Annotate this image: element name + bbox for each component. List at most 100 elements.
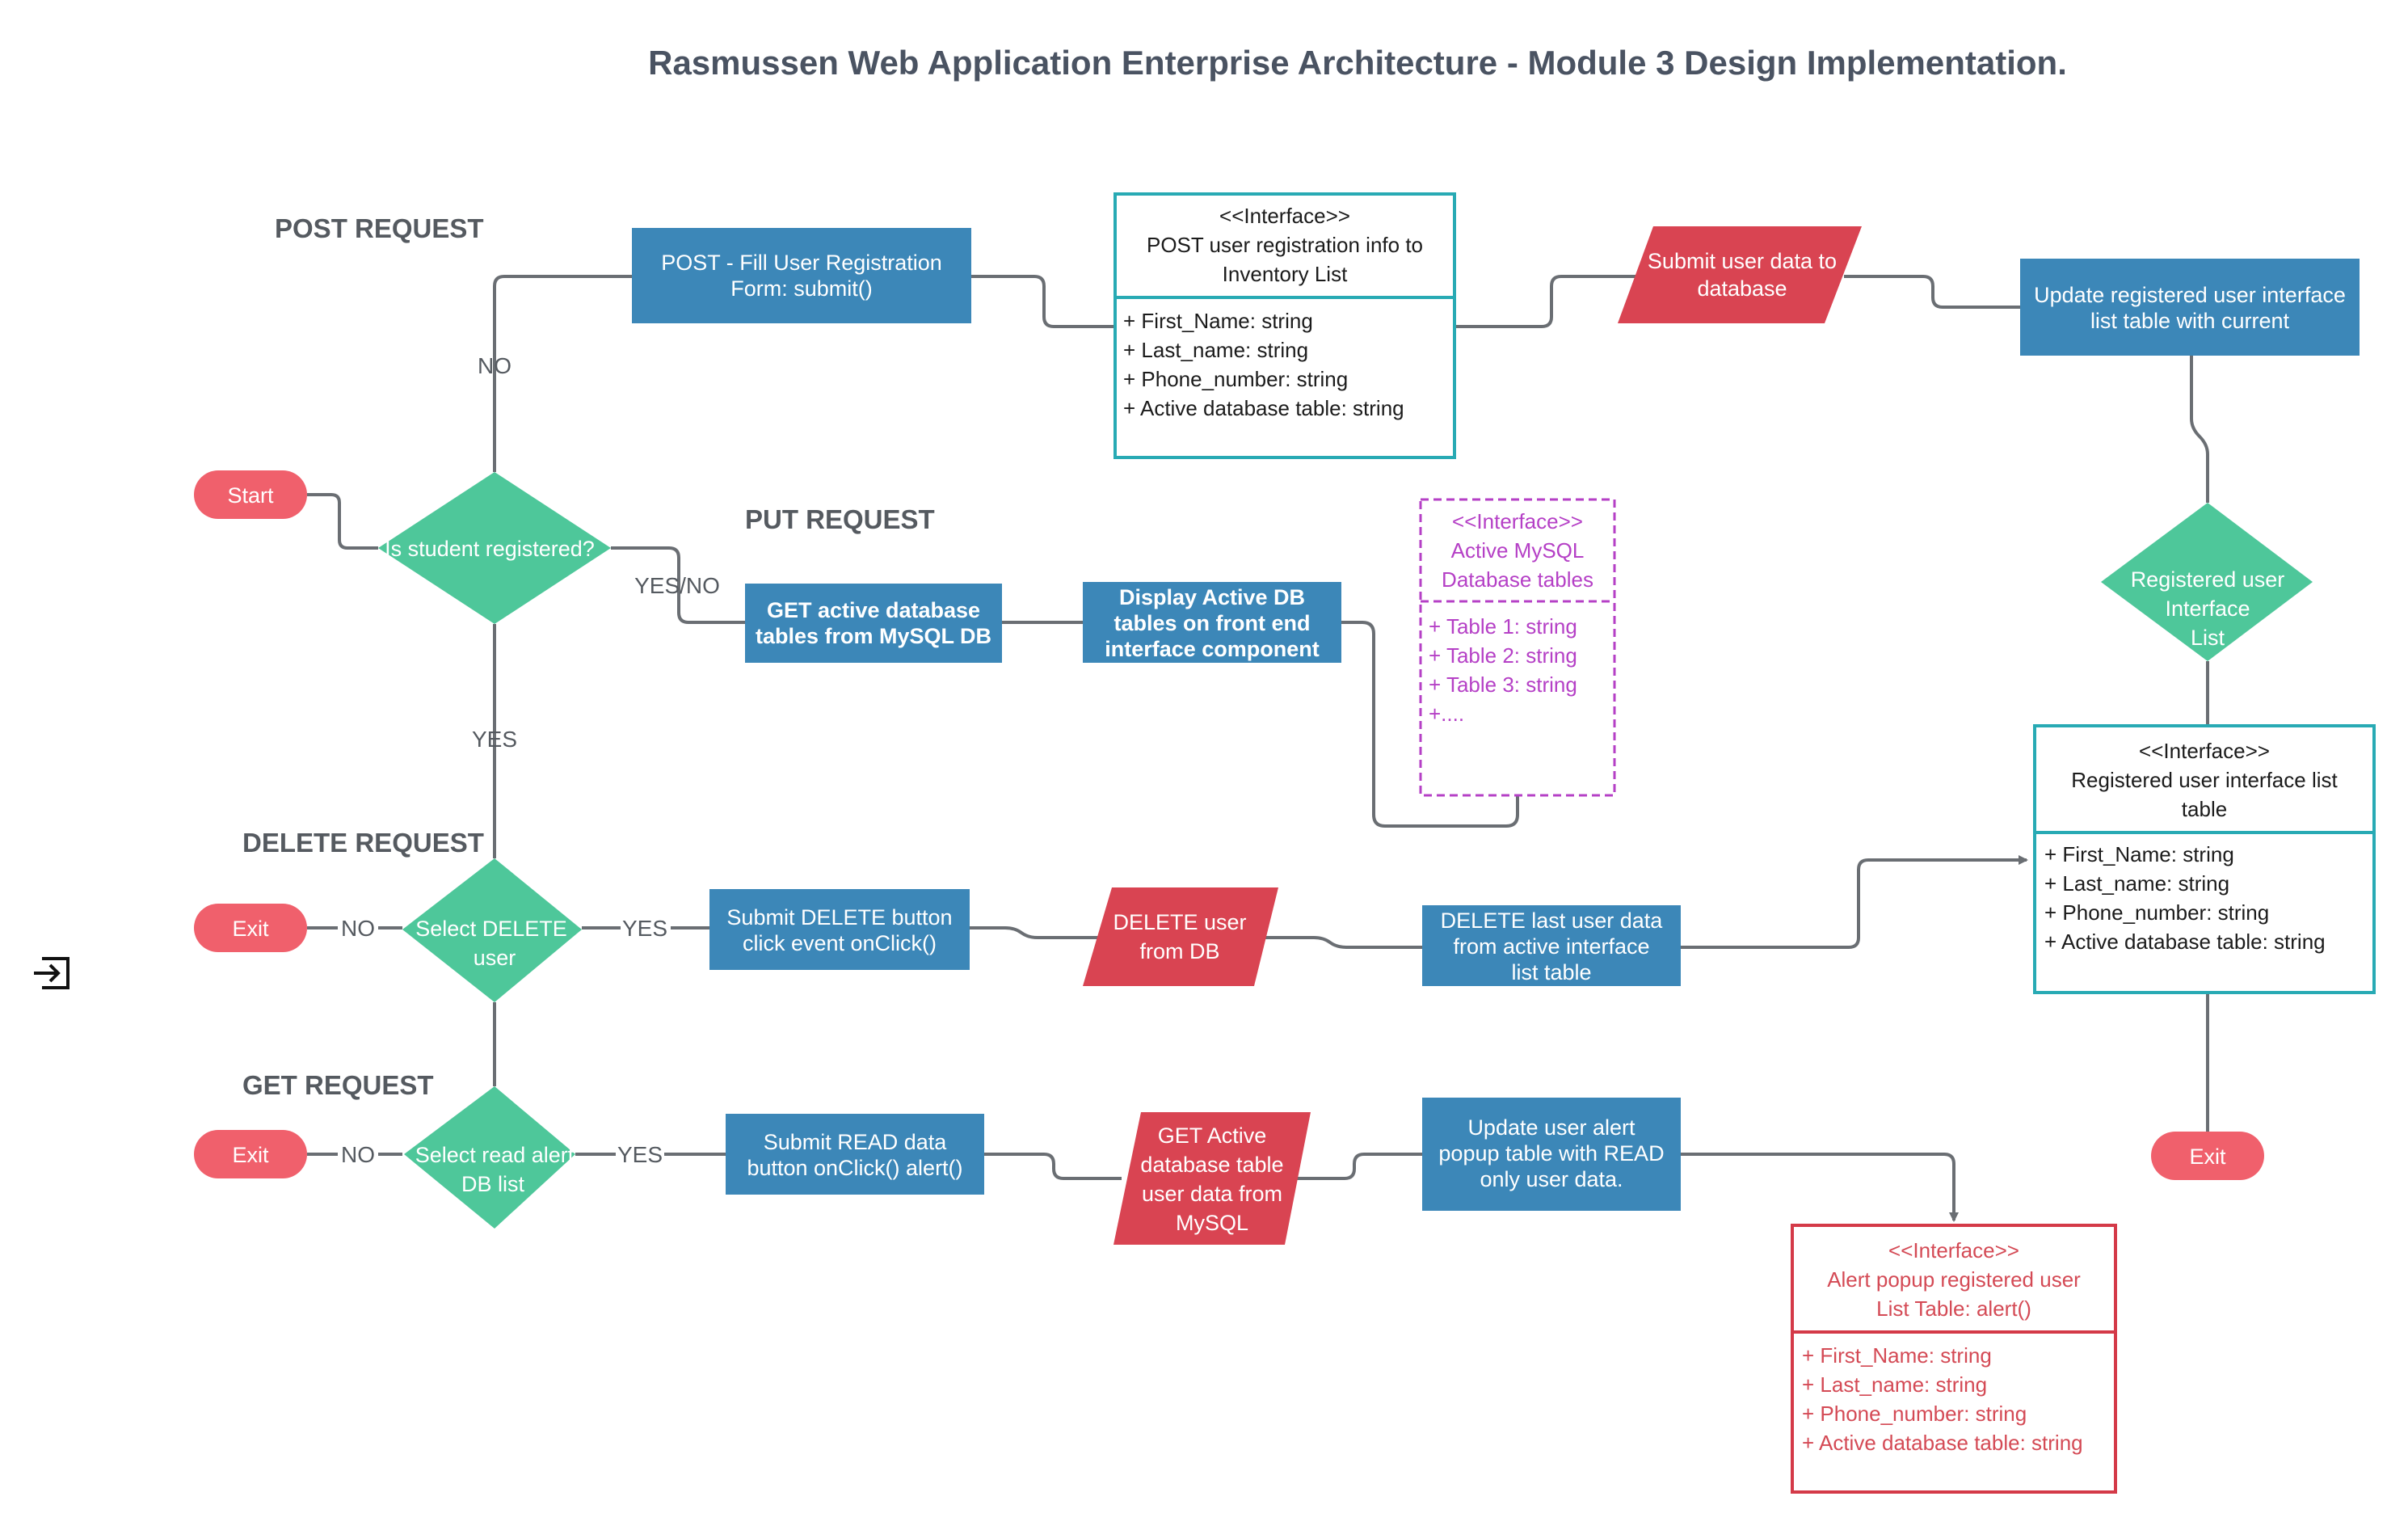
edge-label-no: NO <box>341 916 375 941</box>
decision-label-line: DB list <box>461 1172 525 1196</box>
edge-label-yes: YES <box>617 1142 663 1167</box>
exit-label: Exit <box>232 917 269 941</box>
data-label-line: DELETE user <box>1113 910 1246 934</box>
interface-field: + Phone_number: string <box>1802 1402 2027 1426</box>
data-label-line: Submit user data to <box>1648 249 1837 273</box>
start-label: Start <box>227 483 274 508</box>
edge-submitread-to-getactive <box>984 1153 1122 1180</box>
edge-getactive-to-updatealert <box>1290 1153 1422 1180</box>
data-get-active-table[interactable]: GET Active database table user data from… <box>1113 1112 1311 1245</box>
process-post-fill-form[interactable]: POST - Fill User Registration Form: subm… <box>632 228 971 323</box>
interface-stereotype: <<Interface>> <box>1219 204 1350 228</box>
interface-field: + Phone_number: string <box>2044 900 2269 925</box>
process-label-line: Update user alert <box>1467 1115 1636 1140</box>
decision-select-read-alert[interactable]: Select read alert DB list <box>404 1086 575 1229</box>
interface-stereotype: <<Interface>> <box>1888 1238 2019 1263</box>
process-label-line: Form: submit() <box>730 276 873 301</box>
data-delete-user[interactable]: DELETE user from DB <box>1083 887 1278 986</box>
start-terminal[interactable]: Start <box>194 470 307 519</box>
interface-field: + First_Name: string <box>1123 309 1313 333</box>
process-label-line: Submit READ data <box>764 1130 948 1154</box>
edge-label-yes-no: YES/NO <box>634 573 720 598</box>
process-label-line: popup table with READ <box>1438 1141 1664 1166</box>
exit-terminal-get[interactable]: Exit <box>194 1130 307 1178</box>
edge-start-to-registered <box>307 493 378 550</box>
interface-name-line: Database tables <box>1442 567 1593 592</box>
section-get-request: GET REQUEST <box>242 1070 434 1100</box>
process-get-active-tables[interactable]: GET active database tables from MySQL DB <box>745 584 1002 663</box>
decision-label-line: Interface <box>2165 596 2250 621</box>
exit-terminal-delete[interactable]: Exit <box>194 904 307 952</box>
section-post-request: POST REQUEST <box>275 213 484 243</box>
process-label-line: Update registered user interface <box>2034 283 2346 307</box>
process-submit-read[interactable]: Submit READ data button onClick() alert(… <box>726 1114 984 1195</box>
edge-label-yes: YES <box>472 727 517 752</box>
edge-display-to-mysql <box>1341 621 1519 828</box>
process-label-line: tables on front end <box>1114 611 1311 635</box>
process-label-line: GET active database <box>767 598 980 622</box>
process-submit-delete[interactable]: Submit DELETE button click event onClick… <box>709 889 970 970</box>
interface-name-line: Inventory List <box>1223 262 1348 286</box>
decision-select-delete-user[interactable]: Select DELETE user <box>402 858 582 1002</box>
edge-label-yes: YES <box>622 916 667 941</box>
interface-name-line: POST user registration info to <box>1147 233 1423 257</box>
interface-field: + Last_name: string <box>2044 871 2229 896</box>
interface-field: + Last_name: string <box>1123 338 1308 362</box>
data-label-line: database <box>1697 276 1787 301</box>
interface-field: +.... <box>1429 702 1464 726</box>
edge-post-to-interface <box>971 275 1117 328</box>
interface-field: + First_Name: string <box>1802 1343 1992 1368</box>
process-label-line: list table with current <box>2090 309 2290 333</box>
interface-post-registration[interactable]: <<Interface>> POST user registration inf… <box>1113 192 1456 459</box>
section-delete-request: DELETE REQUEST <box>242 828 484 858</box>
interface-name-line: table <box>2182 797 2227 821</box>
interface-registered-user-list[interactable]: <<Interface>> Registered user interface … <box>2033 724 2376 994</box>
process-delete-last-user[interactable]: DELETE last user data from active interf… <box>1422 905 1681 986</box>
decision-registered-user-list[interactable]: Registered user Interface List <box>2101 503 2313 661</box>
decision-label-line: List <box>2191 626 2225 650</box>
process-label-line: DELETE last user data <box>1441 908 1664 933</box>
edge-submitdel-to-deleteuser <box>970 926 1107 939</box>
process-display-tables[interactable]: Display Active DB tables on front end in… <box>1083 582 1341 663</box>
interface-alert-popup[interactable]: <<Interface>> Alert popup registered use… <box>1791 1224 2117 1494</box>
interface-field: + Active database table: string <box>2044 930 2326 954</box>
data-label-line: user data from <box>1142 1182 1282 1206</box>
process-label-line: list table <box>1511 960 1591 984</box>
interface-mysql-tables[interactable]: <<Interface>> Active MySQL Database tabl… <box>1419 498 1616 797</box>
decision-label-line: Select DELETE <box>415 917 567 941</box>
edge-submit-to-update <box>1844 275 2020 309</box>
process-label-line: Display Active DB <box>1119 585 1305 609</box>
exit-terminal-registered[interactable]: Exit <box>2151 1132 2264 1180</box>
data-label-line: from DB <box>1139 939 1219 963</box>
process-label-line: POST - Fill User Registration <box>661 251 942 275</box>
process-update-registered-list[interactable]: Update registered user interface list ta… <box>2020 259 2360 356</box>
edge-update-to-diamond <box>2190 356 2209 503</box>
interface-name-line: List Table: alert() <box>1876 1296 2031 1321</box>
edge-deleteuser-to-deletelast <box>1264 936 1422 949</box>
interface-stereotype: <<Interface>> <box>1452 509 1583 533</box>
interface-field: + Active database table: string <box>1123 396 1404 420</box>
decision-student-registered[interactable]: Is student registered? <box>378 472 611 624</box>
exit-label: Exit <box>2189 1144 2226 1169</box>
process-label-line: click event onClick() <box>743 931 937 955</box>
process-label-line: tables from MySQL DB <box>756 624 991 648</box>
decision-label: Is student registered? <box>385 537 595 561</box>
interface-field: + Active database table: string <box>1802 1431 2083 1455</box>
interface-field: + Table 2: string <box>1429 643 1577 668</box>
data-label-line: MySQL <box>1176 1211 1248 1235</box>
interface-field: + Phone_number: string <box>1123 367 1348 391</box>
data-label-line: GET Active <box>1158 1123 1267 1148</box>
diagram-title: Rasmussen Web Application Enterprise Arc… <box>648 44 2067 82</box>
process-label-line: button onClick() alert() <box>747 1156 962 1180</box>
interface-field: + Table 3: string <box>1429 672 1577 697</box>
interface-field: + Last_name: string <box>1802 1372 1987 1397</box>
edge-label-no: NO <box>478 353 511 378</box>
edge-interface-to-submit <box>1454 275 1655 328</box>
sign-in-icon[interactable] <box>34 957 69 989</box>
process-label-line: only user data. <box>1480 1167 1623 1191</box>
edge-registered-no-post <box>493 275 632 472</box>
process-update-alert[interactable]: Update user alert popup table with READ … <box>1422 1098 1681 1211</box>
section-put-request: PUT REQUEST <box>745 504 935 534</box>
data-submit-user-data[interactable]: Submit user data to database <box>1618 226 1862 323</box>
